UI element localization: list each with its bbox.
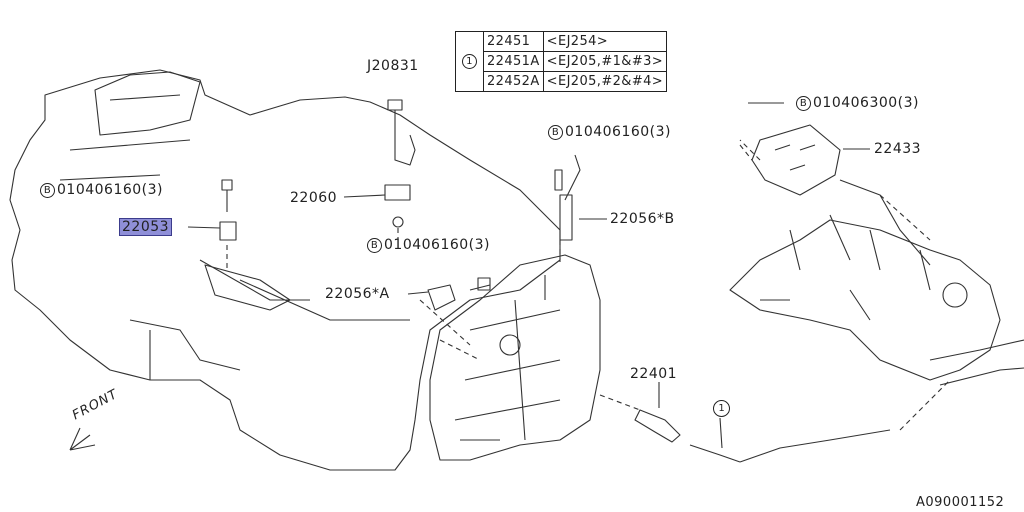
manifold-runners bbox=[760, 214, 931, 321]
engine-block-center bbox=[429, 254, 601, 461]
b-marker-icon: B bbox=[796, 96, 811, 111]
b-marker-icon: B bbox=[367, 238, 382, 253]
manifold-port bbox=[942, 282, 968, 308]
front-arrow bbox=[69, 427, 96, 451]
coil-wire bbox=[839, 179, 931, 266]
bolt-22056a bbox=[477, 277, 491, 291]
crankcase-detail bbox=[129, 259, 410, 380]
sensor-22060 bbox=[384, 134, 416, 201]
b-marker-icon: B bbox=[40, 183, 55, 198]
table-part-cell: 22451A bbox=[483, 51, 544, 72]
label-j20831[interactable]: J20831 bbox=[367, 58, 419, 74]
table-note-cell: <EJ205,#1&#3> bbox=[542, 51, 668, 72]
sensor-22056a bbox=[427, 284, 491, 311]
sensor-22053 bbox=[219, 221, 237, 241]
ignition-coil-22433 bbox=[751, 124, 841, 196]
intake-manifold bbox=[729, 219, 1001, 381]
washer-22060 bbox=[392, 216, 404, 228]
table-part-cell: 22451 bbox=[483, 31, 544, 52]
callout-1: 1 bbox=[713, 400, 730, 417]
bolt-left bbox=[221, 179, 233, 212]
table-part-cell: 22452A bbox=[483, 71, 544, 92]
exhaust-pipe bbox=[929, 339, 1024, 386]
engine-block-left bbox=[9, 69, 561, 471]
bolt-mid-right-number: 010406160(3) bbox=[565, 124, 671, 140]
engine-head-detail bbox=[59, 71, 201, 181]
label-22433[interactable]: 22433 bbox=[874, 141, 922, 157]
reference-table: 1 22451 <EJ254> 22451A <EJ205,#1&#3> 224… bbox=[455, 31, 668, 92]
label-22056a[interactable]: 22056*A bbox=[325, 286, 390, 302]
bolt-left-number: 010406160(3) bbox=[57, 182, 163, 198]
label-22401[interactable]: 22401 bbox=[630, 366, 678, 382]
label-leaders bbox=[187, 102, 870, 408]
label-22053-highlight: 22053 bbox=[118, 218, 173, 236]
table-note-cell: <EJ254> bbox=[542, 31, 668, 52]
mount-bracket bbox=[204, 264, 291, 311]
label-22053[interactable]: 22053 bbox=[118, 218, 173, 236]
bolt-top-right-number: 010406300(3) bbox=[813, 95, 919, 111]
center-block-ribs bbox=[454, 275, 561, 441]
table-circle-cell: 1 bbox=[455, 31, 484, 92]
diagram-id: A090001152 bbox=[916, 495, 1005, 510]
label-22060[interactable]: 22060 bbox=[290, 190, 338, 206]
table-note-cell: <EJ205,#2&#4> bbox=[542, 71, 668, 92]
spark-plug-22401 bbox=[634, 409, 681, 443]
leader-lines bbox=[226, 139, 951, 431]
center-boss bbox=[499, 334, 521, 356]
ignition-lead bbox=[689, 417, 891, 463]
b-marker-icon: B bbox=[548, 125, 563, 140]
bolt-center-number: 010406160(3) bbox=[384, 237, 490, 253]
label-22056b[interactable]: 22056*B bbox=[610, 211, 675, 227]
table-circle-number: 1 bbox=[462, 54, 477, 69]
bolt-j20831 bbox=[387, 99, 403, 140]
sensor-22056b bbox=[554, 154, 581, 241]
